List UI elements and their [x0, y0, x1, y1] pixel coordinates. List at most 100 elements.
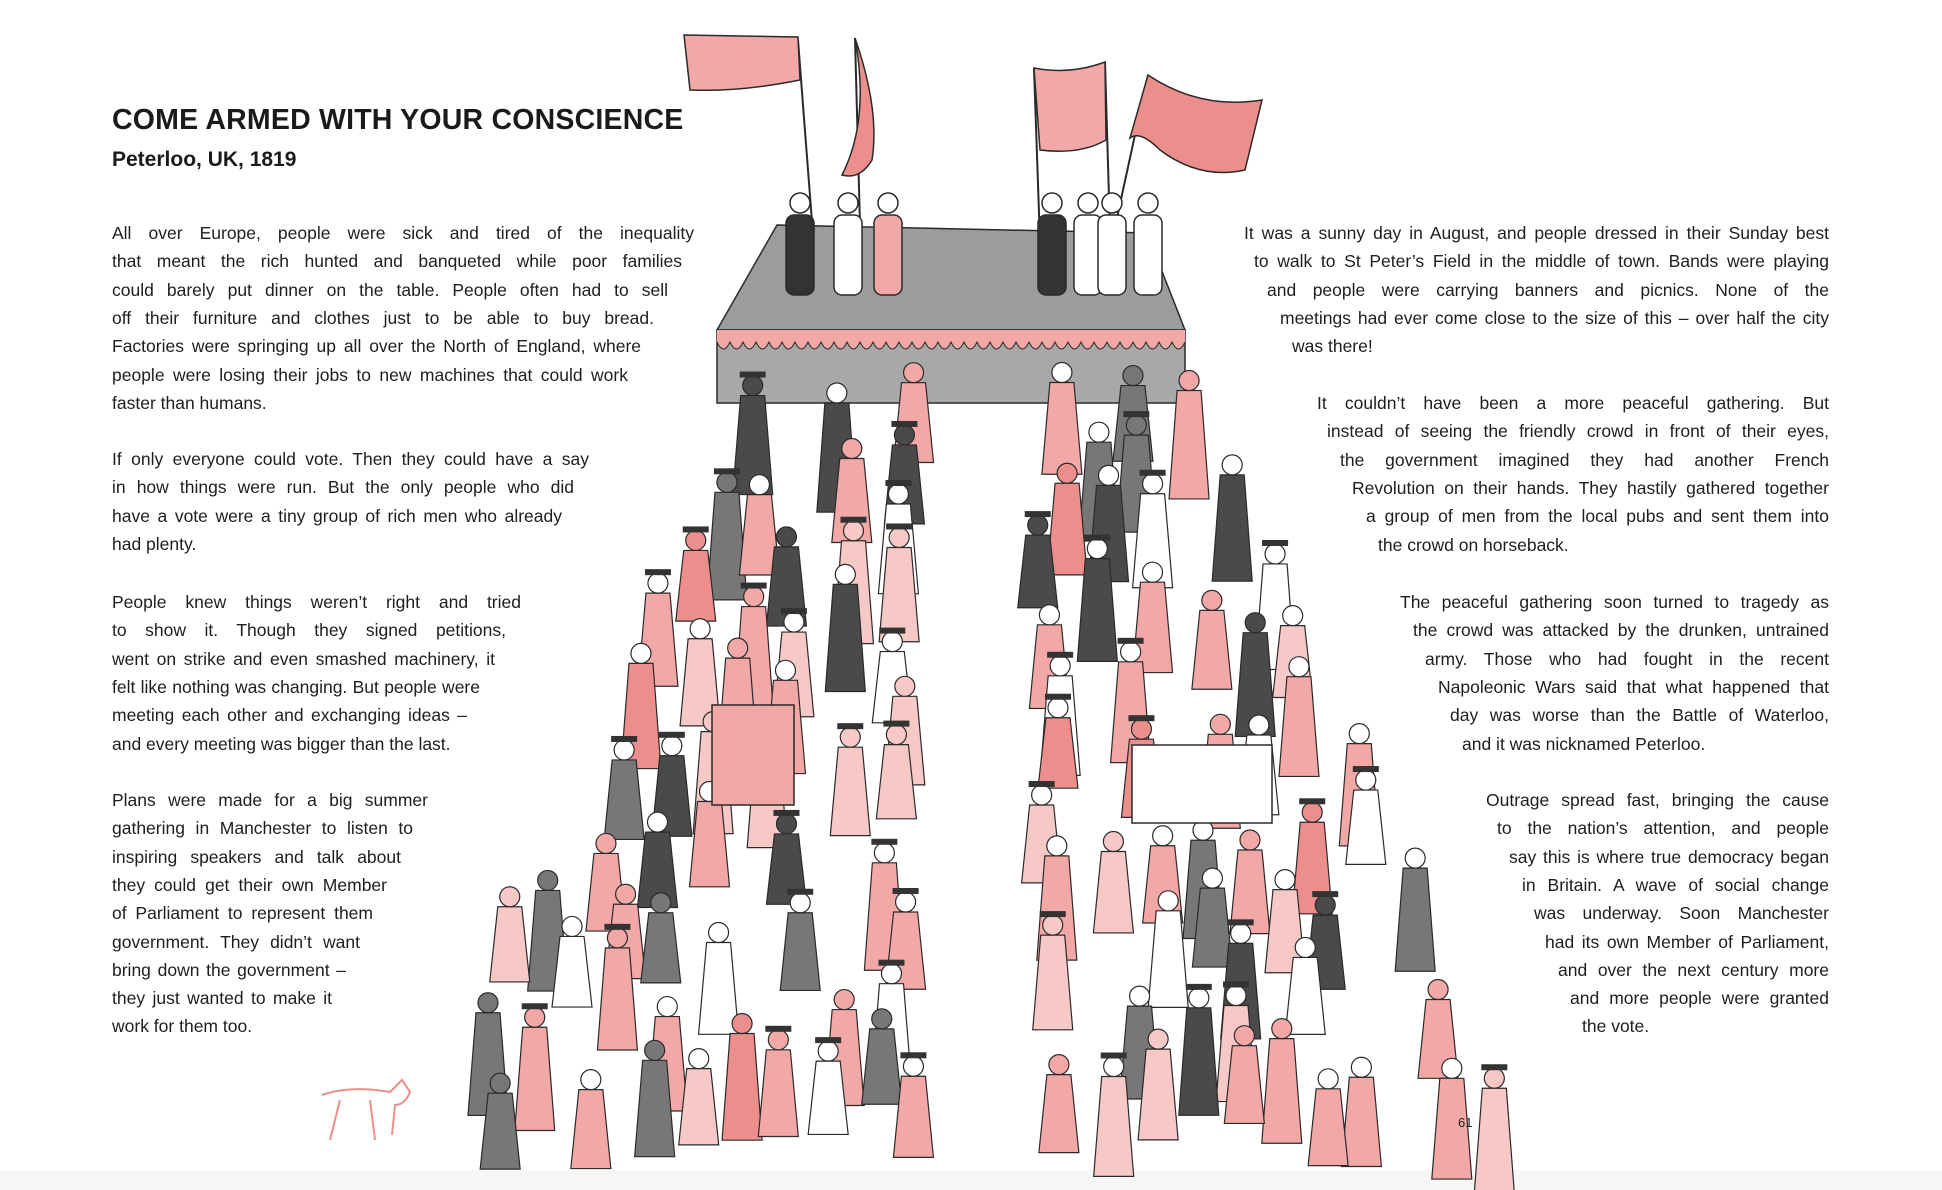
crowd-person [807, 1060, 849, 1136]
body-text-line: faster than humans. [112, 392, 267, 413]
crowd-person-head [1221, 454, 1243, 476]
speaker-figure [1133, 214, 1163, 296]
speaker-figure [873, 214, 903, 296]
hat [644, 569, 671, 576]
crowd-person-head [656, 995, 678, 1018]
crowd-person [633, 1059, 676, 1158]
crowd-person-head [1230, 922, 1252, 944]
body-text-line: People knew things weren’t right and tri… [112, 592, 521, 612]
page-subtitle: Peterloo, UK, 1819 [112, 148, 297, 171]
hat [1117, 637, 1144, 644]
hat [1128, 715, 1155, 722]
crowd-person-head [1294, 936, 1316, 959]
body-text-line: and it was nicknamed Peterloo. [1462, 733, 1706, 754]
body-text-line: had plenty. [112, 533, 197, 554]
speaker-figure [1097, 214, 1127, 296]
crowd-person [824, 583, 866, 693]
crowd-person-head [743, 585, 765, 608]
hat [1223, 981, 1250, 988]
crowd-person-head [537, 869, 559, 892]
crowd-person-head [1178, 369, 1200, 392]
crowd-person-head [1271, 1018, 1293, 1040]
hat [1084, 534, 1111, 541]
body-text-line: of Parliament to represent them in [112, 903, 373, 924]
crowd-person [675, 549, 717, 622]
crowd-person-head [1147, 1028, 1169, 1050]
crowd-person [1041, 381, 1083, 475]
hat [900, 1052, 927, 1059]
crowd-person-head [1301, 801, 1323, 823]
crowd-person-head [661, 735, 683, 757]
crowd-person [640, 912, 682, 984]
crowd-person-head [646, 811, 669, 833]
hat [521, 1003, 548, 1010]
crowd-person [1223, 1045, 1265, 1125]
crowd-person [1394, 867, 1436, 972]
speaker-head [877, 192, 899, 214]
crowd-person [479, 1092, 521, 1170]
crowd-person-head [834, 563, 856, 585]
crowd-person-head [1119, 641, 1142, 663]
body-text-line: day was worse than the Battle of Waterlo… [1450, 705, 1829, 726]
hat [739, 371, 766, 378]
crowd-person [603, 759, 645, 841]
crowd-person-head [1031, 784, 1053, 806]
crowd-person [1093, 1075, 1135, 1177]
crowd-person-head [689, 618, 711, 640]
hat [740, 582, 767, 589]
speaker-head [1041, 192, 1063, 214]
body-text-line: Napoleonic Wars said that what happened … [1438, 676, 1829, 697]
crowd-person-head [842, 520, 865, 542]
body-text-line: inspiring speakers and talk about how [112, 846, 401, 867]
crowd-person-head [580, 1069, 602, 1091]
body-text-line: Revolution on their hands. They hastily … [1352, 477, 1829, 498]
hat [1262, 539, 1289, 546]
speaker-head [789, 192, 811, 214]
body-text-line: instead of seeing the friendly crowd in … [1327, 421, 1829, 442]
pennant-flag [840, 37, 875, 177]
crowd-person-head [1225, 984, 1247, 1007]
crowd-person-head [783, 611, 805, 633]
body-text-line: It was a sunny day in August, and people… [1244, 223, 1829, 243]
hat [1100, 1052, 1127, 1059]
crowd-person-head [1355, 769, 1377, 791]
body-text-line: a group of men from the local pubs and s… [1366, 506, 1829, 527]
crowd-person [1431, 1077, 1473, 1180]
crowd-person-head [595, 832, 617, 855]
crowd-person-head [489, 1072, 511, 1094]
crowd-person [1168, 389, 1210, 500]
hat [1227, 919, 1254, 926]
crowd-person-head [817, 1040, 839, 1062]
crowd-person-head [1125, 414, 1147, 436]
hat [1299, 798, 1326, 805]
stage-bunting [717, 330, 1185, 342]
body-text-line: they could get their own Member [112, 874, 387, 895]
crowd-person [551, 935, 593, 1008]
hat [815, 1037, 842, 1044]
hat [878, 959, 905, 966]
crowd-person-head [1157, 890, 1179, 912]
crowd-person [1037, 717, 1079, 789]
crowd-person-head [647, 572, 669, 594]
crowd-person-head [789, 892, 811, 914]
crowd-person [892, 1075, 935, 1159]
crowd-person [1137, 1048, 1179, 1141]
crowd-person-head [894, 891, 917, 913]
crowd-person-head [1201, 589, 1223, 611]
crowd-person-head [499, 886, 521, 908]
crowd-person-head [1141, 561, 1164, 583]
crowd-person-head [1483, 1067, 1505, 1089]
speaker-figure [1037, 214, 1067, 296]
banner-flag [683, 34, 801, 92]
crowd-person-head [893, 424, 916, 446]
crowd-person-head [1248, 714, 1270, 736]
crowd-person-head [1239, 829, 1261, 851]
crowd-person-head [644, 1039, 666, 1061]
crowd-person-head [1046, 835, 1068, 857]
crowd-person [489, 906, 531, 983]
crowd-person [1076, 557, 1118, 662]
crowd-person-head [1427, 978, 1449, 1001]
crowd-person [1092, 850, 1135, 934]
crowd-person [1131, 493, 1174, 589]
